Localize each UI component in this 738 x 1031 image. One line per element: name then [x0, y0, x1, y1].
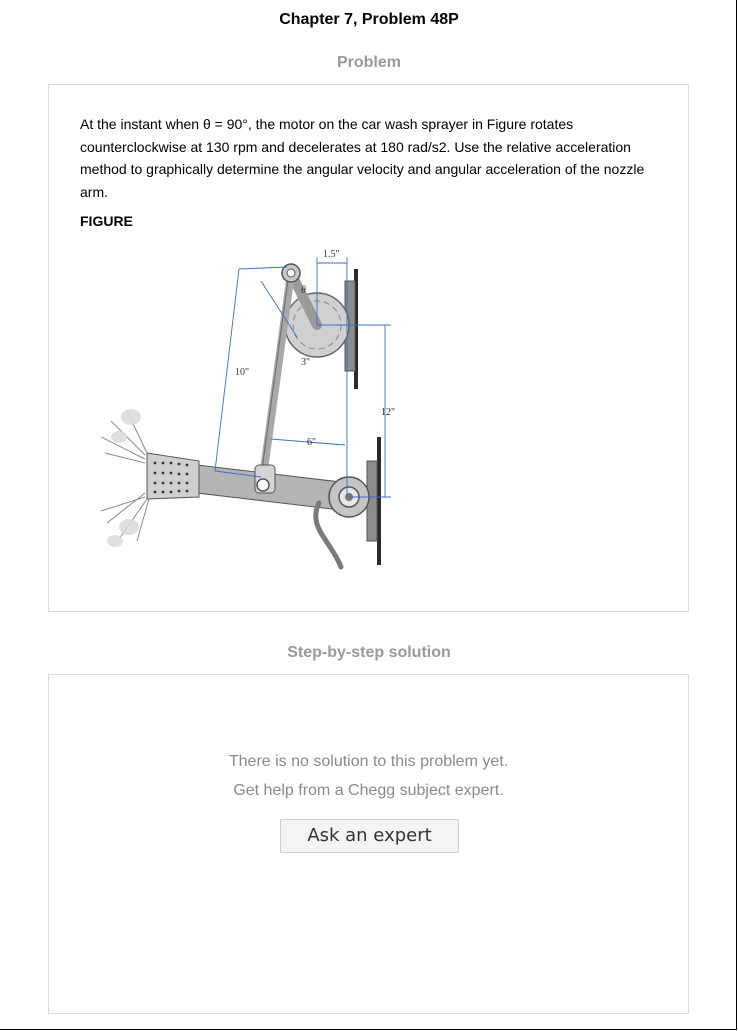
connecting-rod-edge: [260, 272, 290, 478]
ask-an-expert-button[interactable]: Ask an expert: [280, 819, 459, 853]
expert-help-message: Get help from a Chegg subject expert.: [233, 782, 504, 799]
nozzle-holes: [153, 461, 189, 494]
figure-label: FIGURE: [80, 213, 133, 229]
connecting-rod: [259, 269, 295, 481]
dim-top-label: 1.5": [323, 249, 340, 260]
problem-section-label: Problem: [336, 54, 401, 71]
spray-lines: [101, 410, 150, 542]
top-pin-hole: [286, 268, 296, 278]
lower-pin: [256, 478, 270, 492]
problem-text: At the instant when θ = 90°, the motor o…: [80, 116, 645, 200]
theta-label: θ: [301, 285, 306, 296]
upper-wall-plate: [354, 269, 358, 389]
chapter-title: Chapter 7, Problem 48P: [279, 11, 459, 28]
lower-wall-plate: [377, 437, 381, 565]
dimension-lines: [214, 257, 391, 498]
solution-section-label: Step-by-step solution: [287, 644, 451, 661]
hose: [313, 500, 344, 570]
problem-card: At the instant when θ = 90°, the motor o…: [48, 84, 689, 612]
no-solution-message: There is no solution to this problem yet…: [228, 753, 509, 770]
dim-mid-label: 6": [307, 437, 316, 448]
spray-mist: [107, 409, 141, 547]
dim-crank-label: 3": [301, 357, 310, 368]
dim-right-label: 12": [381, 407, 395, 418]
solution-card: There is no solution to this problem yet…: [48, 674, 689, 1014]
dim-left-label: 10": [235, 367, 249, 378]
car-wash-sprayer-figure: 1.5" θ 3" 10" 12" 6": [101, 249, 395, 570]
